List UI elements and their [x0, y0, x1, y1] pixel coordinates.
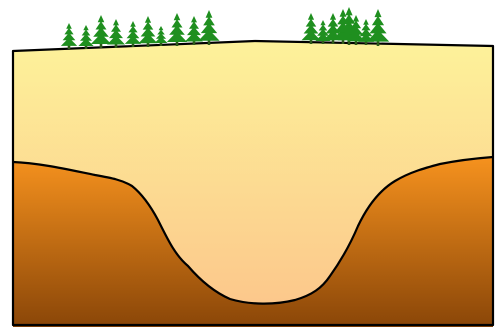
tree-foliage: [155, 26, 168, 43]
tree-foliage: [78, 25, 93, 46]
tree-foliage: [302, 13, 321, 40]
conifer-tree-left-10: [198, 10, 219, 45]
tree-foliage: [198, 10, 219, 41]
tree-group-right: [302, 7, 390, 46]
tree-foliage: [185, 16, 203, 42]
tree-foliage: [61, 23, 77, 46]
tree-foliage: [91, 15, 111, 44]
conifer-tree-left-1: [61, 23, 77, 49]
conifer-tree-left-2: [78, 25, 93, 49]
tree-foliage: [167, 13, 187, 42]
conifer-tree-left-6: [139, 16, 158, 47]
conifer-tree-left-4: [107, 19, 125, 48]
conifer-tree-left-3: [91, 15, 111, 48]
conifer-tree-left-8: [167, 13, 187, 46]
tree-foliage: [367, 9, 389, 42]
conifer-tree-left-7: [155, 26, 168, 46]
tree-foliage: [107, 19, 125, 45]
tree-foliage: [139, 16, 158, 43]
tree-foliage: [125, 21, 141, 44]
conifer-tree-right-8: [367, 9, 389, 46]
